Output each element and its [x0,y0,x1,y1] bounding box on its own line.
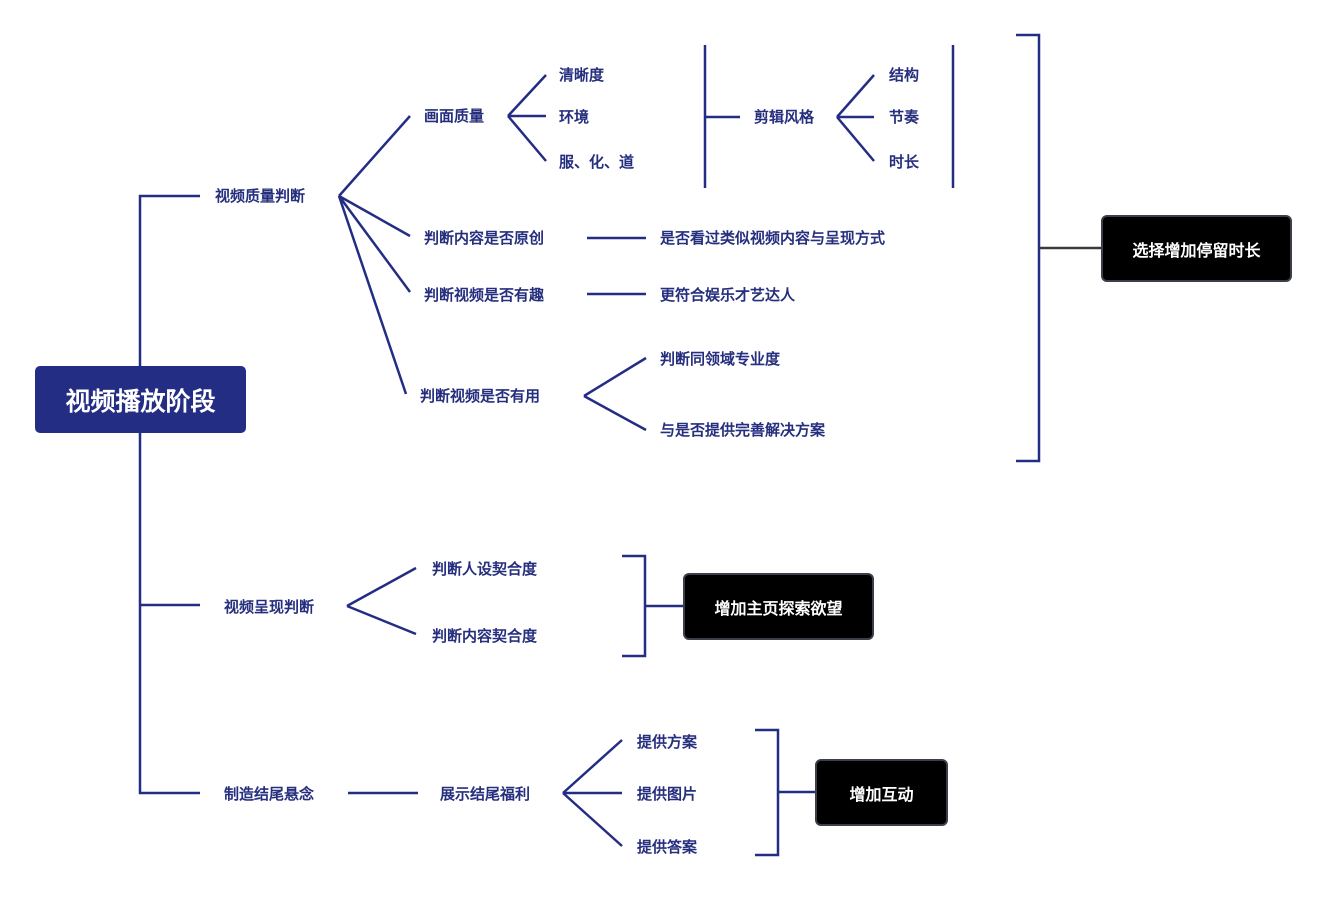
node-persona-fit[interactable]: 判断人设契合度 [432,560,538,578]
connector-useful-2 [583,394,647,432]
branch-node-suspense[interactable]: 制造结尾悬念 [224,785,315,803]
node-costume-makeup-props[interactable]: 服、化、道 [559,153,635,171]
node-provide-image[interactable]: 提供图片 [637,785,698,803]
node-clarity[interactable]: 清晰度 [559,66,605,84]
outcome-label: 选择增加停留时长 [1132,240,1261,260]
connector-pq-3 [507,115,547,162]
node-structure[interactable]: 结构 [889,66,920,84]
node-content-fit[interactable]: 判断内容契合度 [432,627,538,645]
node-originality[interactable]: 判断内容是否原创 [424,229,545,247]
connector-b1-c2 [338,194,411,238]
node-ending-welfare[interactable]: 展示结尾福利 [440,785,531,803]
connector-b1-c4 [337,195,408,395]
trunk-connector [138,194,200,795]
outcome-node-interaction[interactable]: 增加互动 [815,759,948,826]
connector-welfare-1 [562,739,623,794]
connector-edit-1 [836,74,875,118]
node-provide-plan[interactable]: 提供方案 [637,733,698,751]
branch-node-presentation[interactable]: 视频呈现判断 [224,598,315,616]
connector-b1-c1 [338,115,411,197]
node-provide-answer[interactable]: 提供答案 [637,838,698,856]
node-useful[interactable]: 判断视频是否有用 [420,387,541,405]
root-node[interactable]: 视频播放阶段 [35,366,246,433]
connector-useful-1 [583,356,647,398]
branch-node-video-quality[interactable]: 视频质量判断 [215,187,306,205]
outcome-bracket-2 [622,554,647,658]
outcome-label: 增加主页探索欲望 [714,598,843,618]
connector-edit-3 [836,116,875,162]
node-fun-detail[interactable]: 更符合娱乐才艺达人 [660,286,796,304]
outcome-bracket-3 [755,728,780,857]
connector-pres-2 [346,604,417,636]
connector-welfare-3 [562,792,623,847]
connector-pres-1 [346,566,417,608]
connector-b1-c3 [337,195,412,293]
outcome-node-dwell-time[interactable]: 选择增加停留时长 [1101,215,1292,282]
outcome-label: 增加互动 [849,784,914,804]
node-solution[interactable]: 与是否提供完善解决方案 [660,421,826,439]
outcome-node-homepage[interactable]: 增加主页探索欲望 [683,573,874,640]
node-rhythm[interactable]: 节奏 [889,108,920,126]
node-expertise[interactable]: 判断同领域专业度 [660,350,781,368]
node-fun[interactable]: 判断视频是否有趣 [424,286,545,304]
node-picture-quality[interactable]: 画面质量 [424,107,485,125]
outcome-bracket-1 [1016,33,1041,463]
node-duration[interactable]: 时长 [889,153,920,171]
node-environment[interactable]: 环境 [559,108,590,126]
node-editing-style[interactable]: 剪辑风格 [754,108,815,126]
node-originality-detail[interactable]: 是否看过类似视频内容与呈现方式 [660,229,886,247]
root-label: 视频播放阶段 [65,386,216,416]
connector-pq-1 [507,74,547,117]
